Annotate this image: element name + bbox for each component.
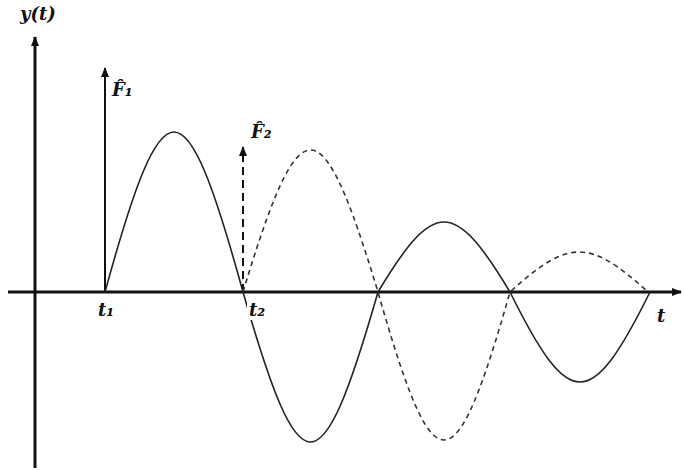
time-label: t₁	[96, 300, 116, 320]
t-axis	[8, 291, 681, 294]
response-curve	[105, 132, 650, 442]
time-label: t₂	[247, 300, 267, 320]
impulse-arrow-dashed	[242, 147, 244, 292]
y-axis	[34, 37, 37, 468]
force-label: F̂₂	[249, 122, 274, 142]
impulse-arrow	[104, 68, 106, 292]
response-curve-dashed	[243, 150, 648, 440]
axis-label: y(t)	[18, 4, 58, 24]
axis-label: t	[655, 306, 667, 326]
force-label: F̂₁	[110, 80, 135, 100]
